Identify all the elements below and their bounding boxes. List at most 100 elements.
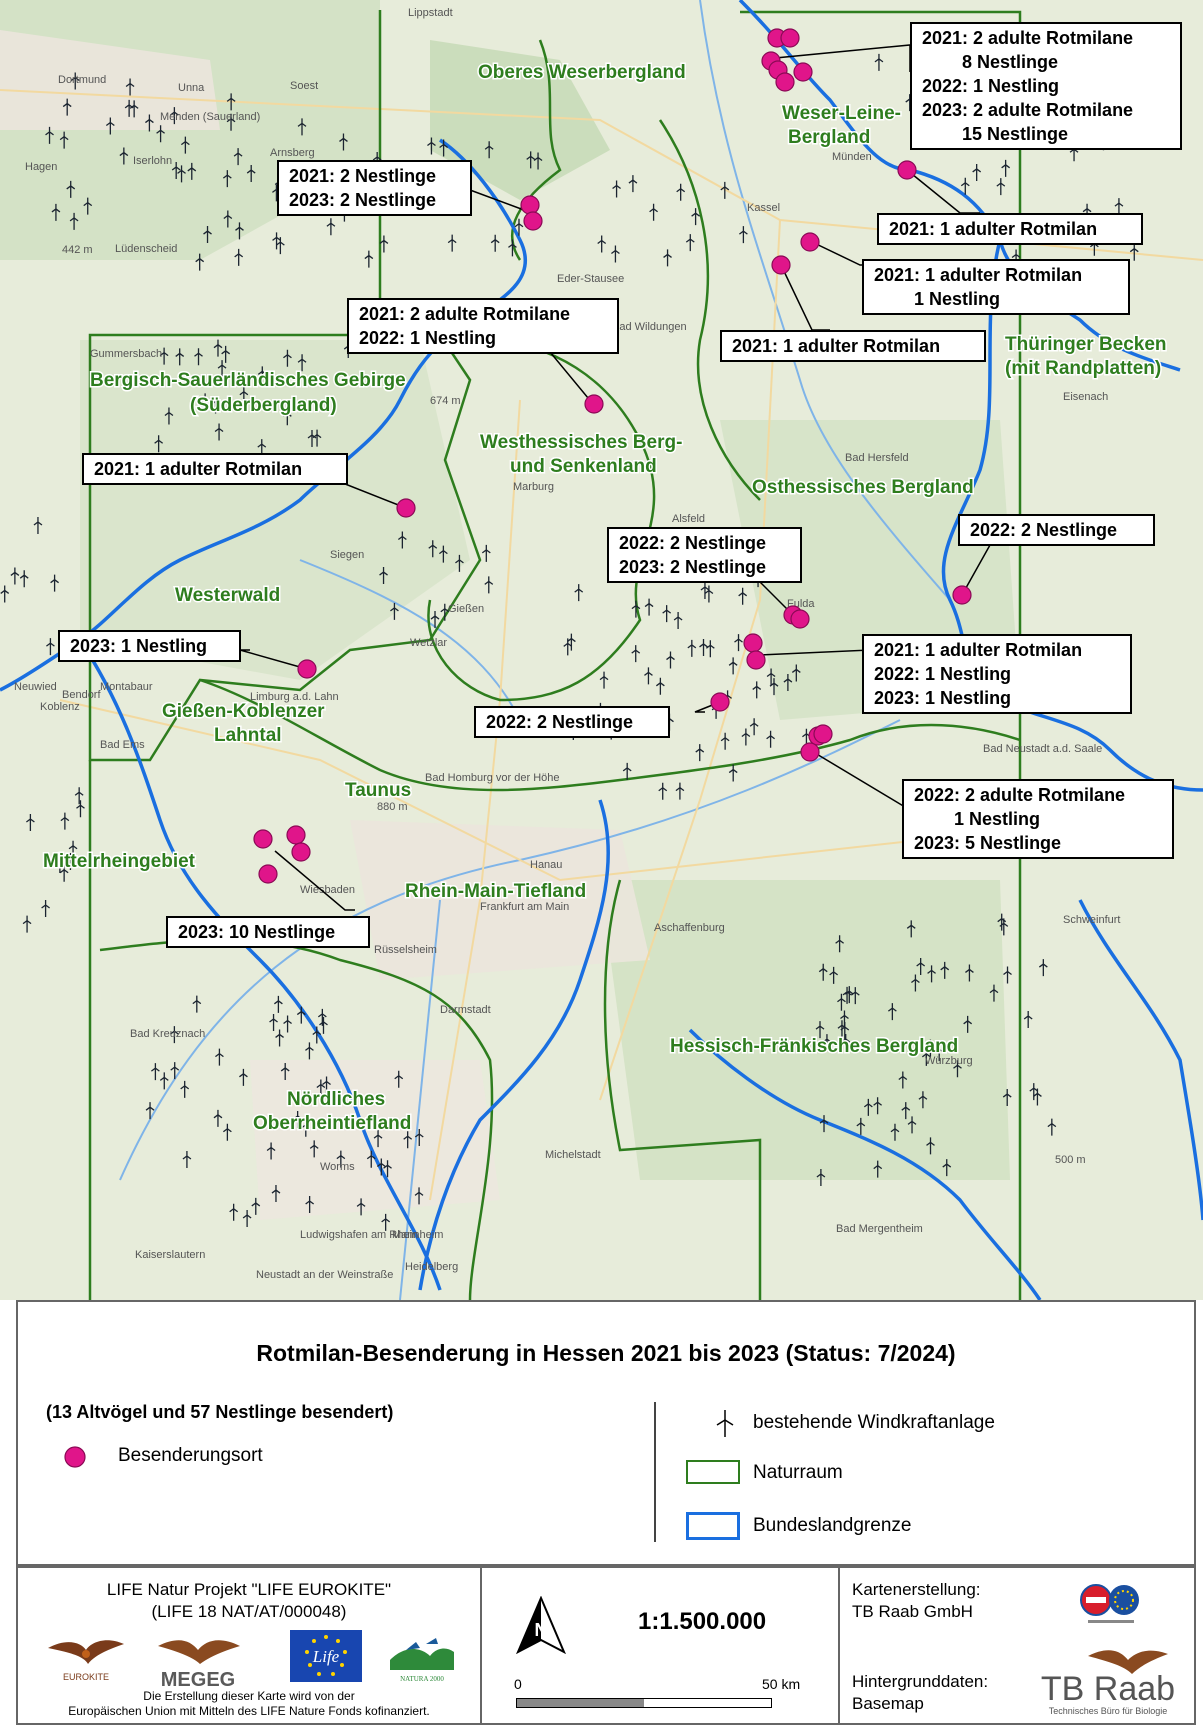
wind-turbine-icon xyxy=(752,681,762,699)
wind-turbine-icon xyxy=(1003,966,1012,984)
wind-turbine-icon xyxy=(815,1021,825,1039)
scalebar-end-label: 50 km xyxy=(762,1676,801,1692)
wind-turbine-icon xyxy=(428,540,438,558)
wind-turbine-icon xyxy=(187,162,197,180)
callout-line: 2023: 1 Nestling xyxy=(874,688,1012,708)
wind-turbine-icon xyxy=(339,133,348,151)
wind-turbine-icon xyxy=(490,234,500,252)
wind-turbine-icon xyxy=(841,1034,851,1051)
wind-turbine-icon xyxy=(863,1098,873,1116)
callout-box: 2021: 1 adulter Rotmilan 2022: 1 Nestlin… xyxy=(862,634,1132,714)
wind-turbine-icon xyxy=(666,651,675,669)
wind-turbine-icon xyxy=(379,235,389,253)
place-label: Limburg a.d. Lahn xyxy=(250,691,339,703)
data-source-value: Basemap xyxy=(852,1694,924,1713)
wind-turbine-icon xyxy=(1069,144,1079,162)
wind-turbine-icon xyxy=(22,915,32,933)
wind-turbine-icon xyxy=(336,1150,346,1168)
wind-turbine-icon xyxy=(0,585,10,603)
place-label: Aschaffenburg xyxy=(654,922,725,934)
region-label: Weser-Leine- xyxy=(782,103,901,124)
region-labels: Oberes Weserbergland Weser-Leine- Bergla… xyxy=(42,61,1169,1136)
wind-turbine-icon xyxy=(275,237,285,255)
tb-raab-tagline: Technisches Büro für Biologie xyxy=(1049,1706,1168,1716)
legend-title: Rotmilan-Besenderung in Hessen 2021 bis … xyxy=(256,1340,956,1366)
wind-turbine-icon xyxy=(145,1102,155,1120)
wind-turbine-icon xyxy=(940,961,950,979)
basemap-urban xyxy=(250,1060,500,1220)
naturraum-boundary xyxy=(658,119,761,501)
credit-label: Kartenerstellung: xyxy=(852,1580,981,1599)
region-label: Bergisch-Sauerländisches Gebirge xyxy=(90,370,406,391)
river xyxy=(699,0,951,601)
wind-turbine-icon xyxy=(214,423,224,441)
wind-turbine-icon xyxy=(19,570,29,588)
megeg-logo: MEGEG xyxy=(158,1640,240,1691)
wind-turbine-icon xyxy=(728,764,738,782)
wind-turbine-icon xyxy=(273,995,283,1013)
tagging-site-marker xyxy=(746,650,766,670)
wind-turbine-icon xyxy=(685,234,695,252)
wind-turbine-icon xyxy=(251,1197,261,1215)
region-label: Taunus xyxy=(345,780,411,801)
wind-turbine-icon xyxy=(720,732,730,750)
callout-line: 2023: 1 Nestling xyxy=(70,636,208,656)
wind-turbine-icon xyxy=(819,1115,829,1133)
wind-turbine-icon xyxy=(70,72,80,90)
callout-line: 8 Nestlinge xyxy=(922,52,1059,72)
callout-box: 2023: 10 Nestlinge xyxy=(166,916,370,948)
project-id: (LIFE 18 NAT/AT/000048) xyxy=(151,1602,347,1621)
wind-turbine-icon xyxy=(526,151,536,169)
wind-turbine-icon xyxy=(658,782,668,800)
wind-turbine-icon xyxy=(394,1070,404,1088)
place-label: Alsfeld xyxy=(672,513,705,525)
wind-turbine-icon xyxy=(766,668,776,686)
wind-turbine-icon xyxy=(301,1119,311,1137)
wind-turbine-icon xyxy=(129,100,139,118)
wind-turbine-icon xyxy=(447,234,457,252)
place-label: Lippstadt xyxy=(408,7,453,19)
wind-turbine-icon xyxy=(10,567,20,585)
tagging-site-marker xyxy=(297,659,317,679)
callout-box: 2022: 2 Nestlinge 2023: 2 Nestlinge xyxy=(607,527,802,583)
wind-turbine-icon xyxy=(194,348,203,366)
life-logo-text: Life xyxy=(312,1647,340,1666)
wind-turbine-icon xyxy=(59,131,69,149)
wind-turbine-icon xyxy=(312,1026,322,1044)
callout-box: 2021: 1 adulter Rotmilan xyxy=(720,330,986,362)
tagging-site-marker xyxy=(793,62,813,82)
callout-line: 2021: 2 Nestlinge xyxy=(289,166,437,186)
place-label: Rüsselsheim xyxy=(374,944,437,956)
wind-turbine-icon xyxy=(381,1213,391,1231)
wind-turbine-icon xyxy=(66,180,76,198)
wind-turbine-icon xyxy=(159,347,169,365)
wind-turbine-icon xyxy=(414,1129,424,1147)
place-label: Neuwied xyxy=(14,681,57,693)
tagging-site-marker xyxy=(253,829,273,849)
callout-line: 2021: 1 adulter Rotmilan xyxy=(874,640,1083,660)
place-label: 674 m xyxy=(430,395,461,407)
naturraum-boundary xyxy=(510,39,562,261)
wind-turbine-icon xyxy=(927,965,936,983)
river xyxy=(299,559,521,721)
tagging-site-marker xyxy=(800,232,820,252)
wind-turbine-icon xyxy=(430,611,440,629)
wind-turbine-icon xyxy=(837,1020,847,1038)
wind-turbine-icon xyxy=(312,429,322,447)
wind-turbine-icon xyxy=(481,544,491,562)
wind-turbine-icon xyxy=(175,348,185,366)
callout-leader xyxy=(274,850,355,911)
place-label: Neustadt an der Weinstraße xyxy=(256,1269,393,1281)
legend-turbine-label: bestehende Windkraftanlage xyxy=(753,1412,995,1433)
callout-box: 2021: 1 adulter Rotmilan xyxy=(877,213,1143,245)
wind-turbine-icon xyxy=(246,165,256,183)
naturraum-boundary xyxy=(603,879,762,1300)
callout-line: 2022: 2 Nestlinge xyxy=(486,712,634,732)
wind-turbine-icon xyxy=(439,139,449,157)
wind-turbine-icon xyxy=(296,1006,306,1024)
wind-turbine-icon xyxy=(105,117,115,135)
wind-turbine-icon xyxy=(319,1016,328,1034)
wind-turbine-icon xyxy=(213,1109,223,1127)
wind-turbine-icon xyxy=(272,232,281,250)
